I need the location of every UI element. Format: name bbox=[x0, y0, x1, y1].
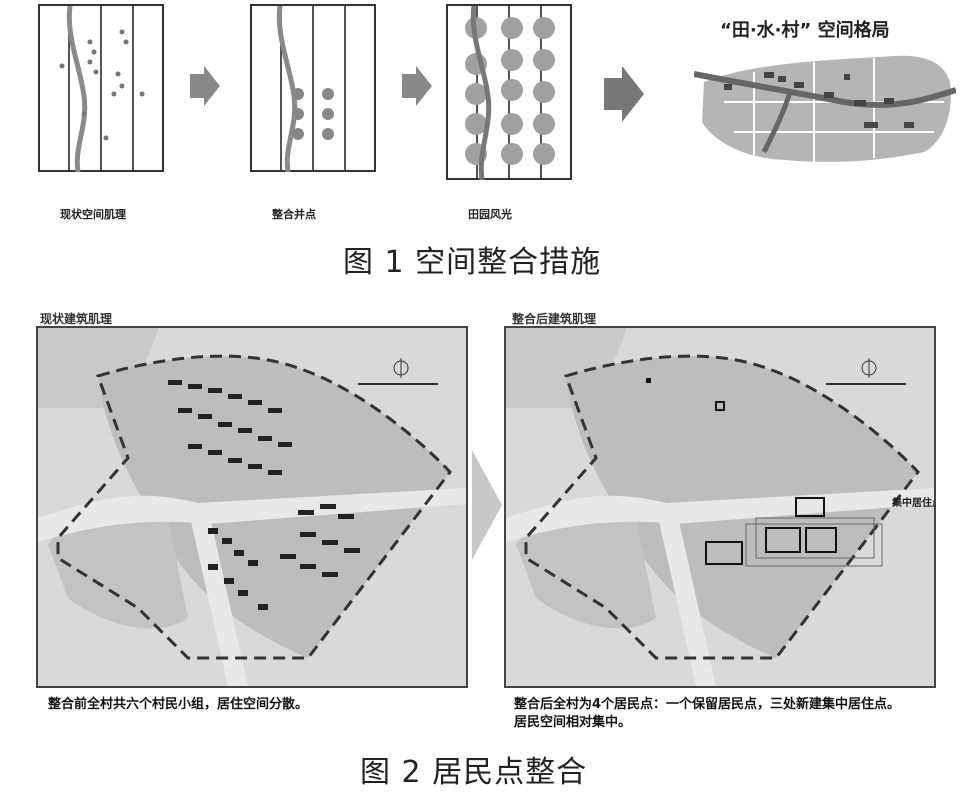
panel-pastoral bbox=[446, 4, 572, 180]
river-icon bbox=[276, 6, 334, 172]
figure-2-caption: 图 2 居民点整合 bbox=[360, 755, 588, 790]
right-map-title: 整合后建筑肌理 bbox=[512, 312, 597, 326]
left-map bbox=[36, 326, 468, 688]
field-circles-icon bbox=[465, 6, 555, 180]
final-pattern-title: “田·水·村” 空间格局 bbox=[720, 20, 890, 41]
arrow-right-icon bbox=[604, 66, 644, 122]
cluster-annotation: 集中居住点 bbox=[892, 498, 934, 509]
village-map-after bbox=[506, 328, 934, 686]
left-map-caption: 整合前全村共六个村民小组，居住空间分散。 bbox=[48, 697, 309, 712]
right-map-caption-line2: 居民空间相对集中。 bbox=[514, 715, 632, 730]
arrow-right-icon bbox=[190, 66, 220, 106]
north-arrow-icon bbox=[826, 358, 906, 385]
panel-current-texture bbox=[38, 4, 164, 172]
panel-integrate bbox=[250, 4, 376, 172]
figure-1-caption: 图 1 空间整合措施 bbox=[343, 245, 602, 280]
river-icon bbox=[59, 6, 145, 172]
arrow-right-icon bbox=[472, 450, 502, 560]
step-label-pastoral: 田园风光 bbox=[468, 208, 512, 221]
north-arrow-icon bbox=[358, 358, 438, 385]
left-map-title: 现状建筑肌理 bbox=[40, 312, 113, 326]
village-map-before bbox=[38, 328, 466, 686]
right-map-caption-line1: 整合后全村为4个居民点：一个保留居民点，三处新建集中居住点。 bbox=[514, 697, 901, 712]
arrow-right-icon bbox=[402, 66, 432, 106]
right-map: 集中居住点 bbox=[504, 326, 936, 688]
step-label-current: 现状空间肌理 bbox=[60, 208, 126, 221]
village-pattern-map bbox=[694, 55, 956, 162]
step-label-integrate: 整合并点 bbox=[272, 208, 316, 221]
